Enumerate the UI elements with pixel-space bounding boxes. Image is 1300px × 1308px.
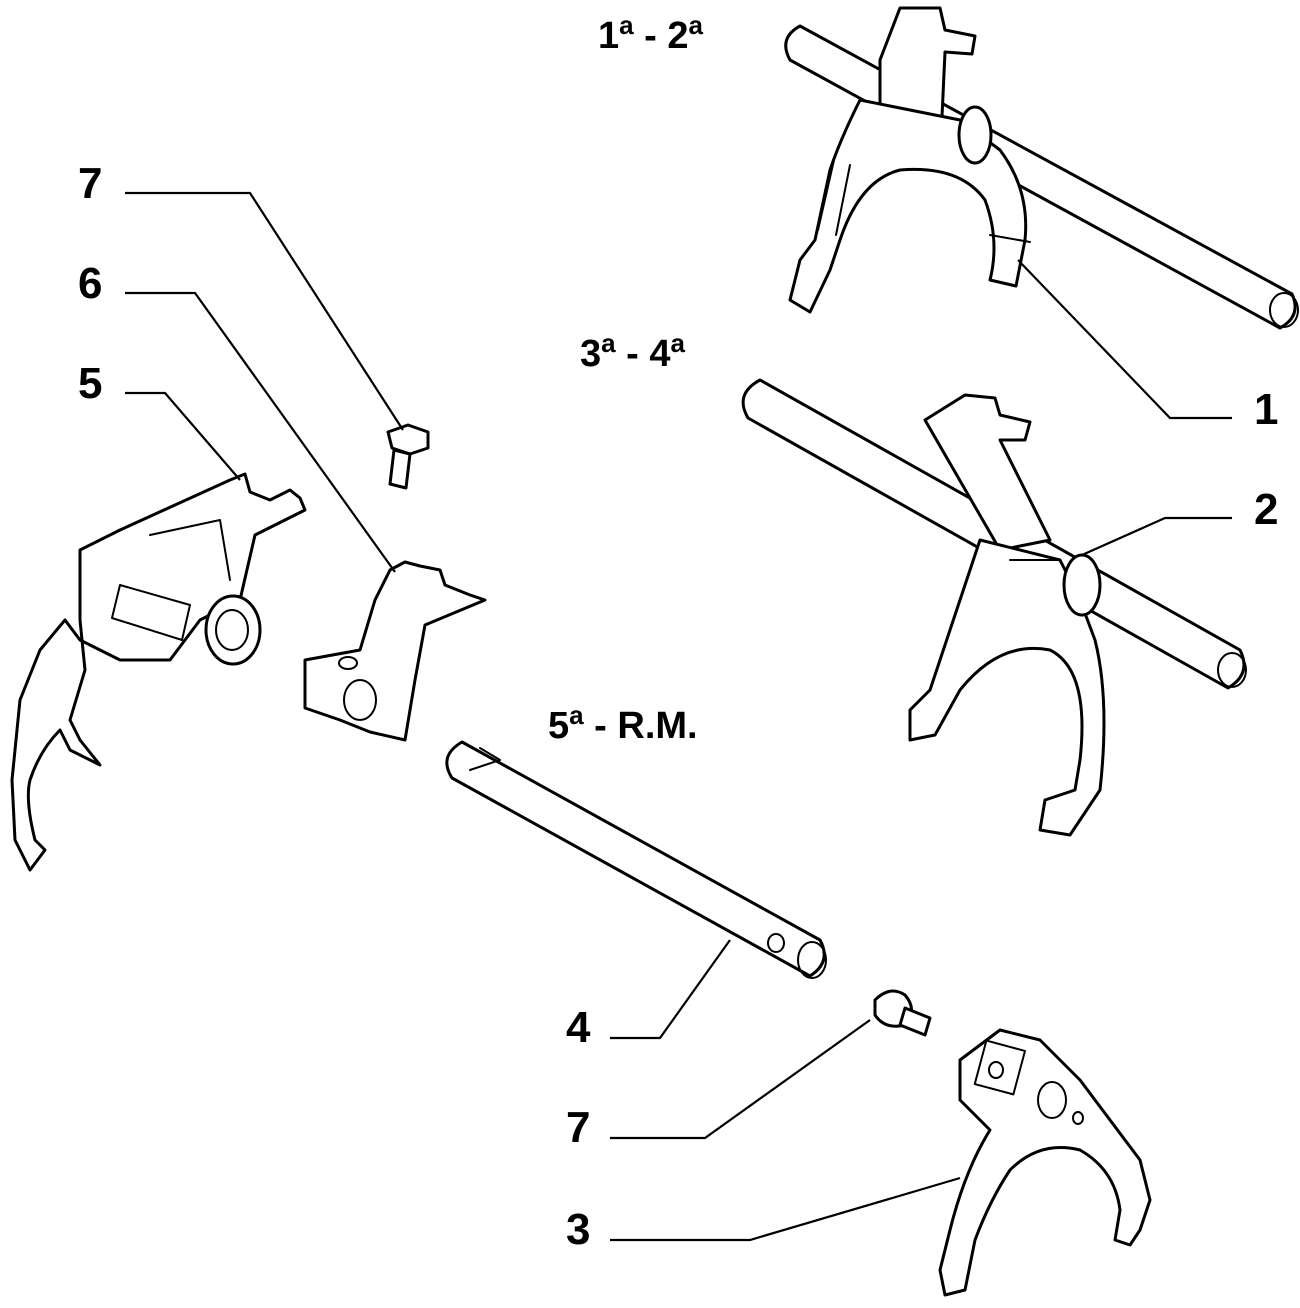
- leader-line-1: [1017, 259, 1232, 420]
- group-label-3rd-4th: 3a - 4a: [580, 328, 686, 375]
- callout-6: 6: [78, 259, 102, 308]
- leader-line-4: [610, 939, 731, 1040]
- group-label-1st-2nd: 1a - 2a: [598, 10, 704, 57]
- part-4-rod-5th-reverse: [445, 740, 827, 979]
- leader-line-2: [1081, 516, 1232, 557]
- part-7-bolt-bottom: [873, 989, 932, 1037]
- callout-5: 5: [78, 359, 102, 408]
- leader-line-6: [125, 291, 396, 573]
- leader-line-5: [125, 391, 241, 481]
- leader-line-3: [610, 1176, 961, 1242]
- part-3-fork-5th-reverse: [938, 1028, 1152, 1297]
- callout-7-top: 7: [78, 159, 102, 208]
- part-5-fork: [10, 472, 307, 872]
- leader-line-7-top: [125, 191, 404, 431]
- part-1-fork-1st-2nd: [784, 6, 1299, 330]
- part-6-selector-finger: [303, 560, 487, 742]
- group-label-5th-reverse: 5a - R.M.: [548, 700, 698, 747]
- callout-7-bottom: 7: [566, 1103, 590, 1152]
- callout-1: 1: [1254, 385, 1278, 434]
- callout-2: 2: [1254, 485, 1278, 534]
- part-7-bolt-top: [386, 423, 430, 490]
- part-2-fork-3rd-4th: [741, 378, 1247, 837]
- callout-3: 3: [566, 1205, 590, 1254]
- callout-4: 4: [566, 1003, 591, 1052]
- leader-line-7-bottom: [610, 1019, 871, 1140]
